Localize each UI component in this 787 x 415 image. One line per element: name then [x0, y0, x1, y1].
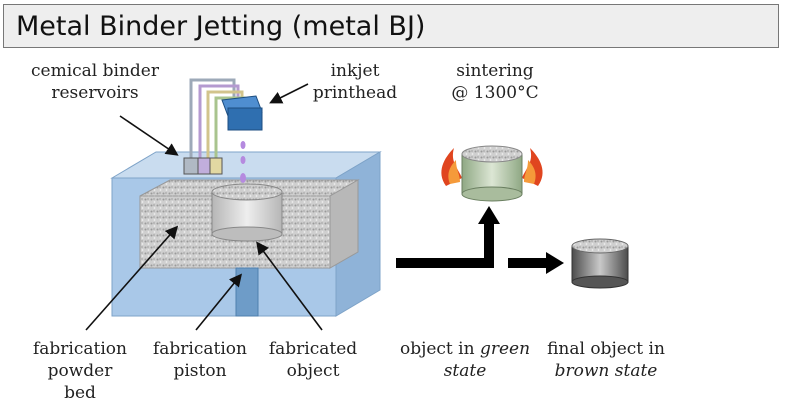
sintering-label: sintering @ 1300°C	[440, 60, 550, 104]
green-state-object	[461, 145, 523, 202]
fabricated-object-label: fabricated object	[258, 338, 368, 382]
flame-icon	[441, 148, 543, 186]
green-state-label-emphasis: green	[479, 339, 531, 359]
piston-label: fabrication piston	[140, 338, 260, 382]
fabrication-piston	[235, 267, 259, 317]
title-bar: Metal Binder Jetting (metal BJ)	[3, 4, 779, 48]
sintering-label-line2: @ 1300°C	[451, 83, 539, 103]
sintering-label-line1: sintering	[456, 61, 534, 81]
brown-state-object	[571, 238, 629, 289]
green-state-label: object in green state	[390, 338, 540, 382]
powder-bed-label-line1: fabrication	[33, 339, 127, 359]
title-divider	[686, 47, 779, 48]
process-arrows	[396, 206, 564, 274]
green-state-label-line1: object in green	[390, 338, 540, 360]
page-title: Metal Binder Jetting (metal BJ)	[16, 11, 426, 42]
powder-bed-label-line2: powder	[47, 361, 113, 381]
piston-label-line1: fabrication	[153, 339, 247, 359]
brown-state-label-line1: final object in	[547, 339, 665, 359]
fabricated-object-label-line1: fabricated	[268, 339, 358, 359]
printhead-label-line1: inkjet	[330, 61, 380, 81]
binder-reservoirs	[183, 78, 246, 175]
brown-state-label: final object in brown state	[536, 338, 676, 382]
fabricated-object	[211, 183, 283, 242]
printhead-label: inkjet printhead	[300, 60, 410, 104]
printhead-label-line2: printhead	[312, 83, 398, 103]
green-state-label-prefix: object in	[399, 339, 480, 359]
inkjet-printhead	[221, 95, 263, 183]
green-state-label-line2: state	[443, 361, 487, 381]
fabricated-object-label-line2: object	[286, 361, 340, 381]
reservoirs-label: cemical binder reservoirs	[20, 60, 170, 104]
piston-label-line2: piston	[173, 361, 227, 381]
reservoirs-label-line1: cemical binder	[31, 61, 159, 81]
brown-state-label-line2: brown state	[554, 361, 658, 381]
powder-bed-label-line3: bed	[64, 383, 96, 403]
pointer-arrows	[85, 83, 323, 331]
reservoirs-label-line2: reservoirs	[51, 83, 139, 103]
powder-bed-label: fabrication powder bed	[20, 338, 140, 404]
